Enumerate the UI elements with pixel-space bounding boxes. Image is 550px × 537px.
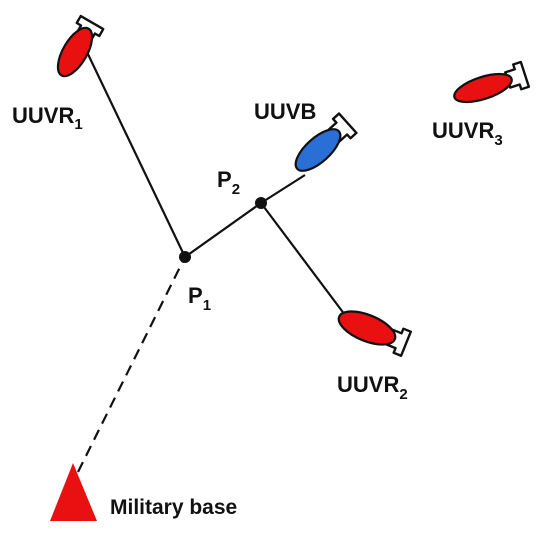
line-p2-to-uuvb: [260, 174, 306, 204]
line-p2-to-uuvr2: [260, 202, 346, 316]
uuvr3-vehicle-icon: [453, 60, 531, 104]
line-p1-to-p2: [184, 202, 262, 258]
label-p1: P1: [188, 283, 211, 314]
label-military-base: Military base: [110, 496, 237, 519]
waypoint-p1-icon: [179, 251, 191, 263]
label-uuvr2: UUVR2: [337, 372, 408, 403]
military-base-triangle-icon: [50, 463, 97, 521]
uuvr2-vehicle-icon: [337, 310, 413, 357]
uuvr1-vehicle-icon: [56, 14, 105, 78]
line-uuvr1-to-p1: [85, 49, 186, 258]
uuvb-vehicle-icon: [294, 112, 358, 172]
path-lines: [77, 49, 346, 473]
label-uuvr1: UUVR1: [12, 103, 83, 133]
line-base-to-p1: [77, 256, 186, 473]
label-p2: P2: [217, 167, 240, 198]
waypoint-p2-icon: [255, 197, 267, 209]
label-uuvr3: UUVR3: [432, 118, 503, 149]
label-uuvb: UUVB: [254, 99, 316, 124]
